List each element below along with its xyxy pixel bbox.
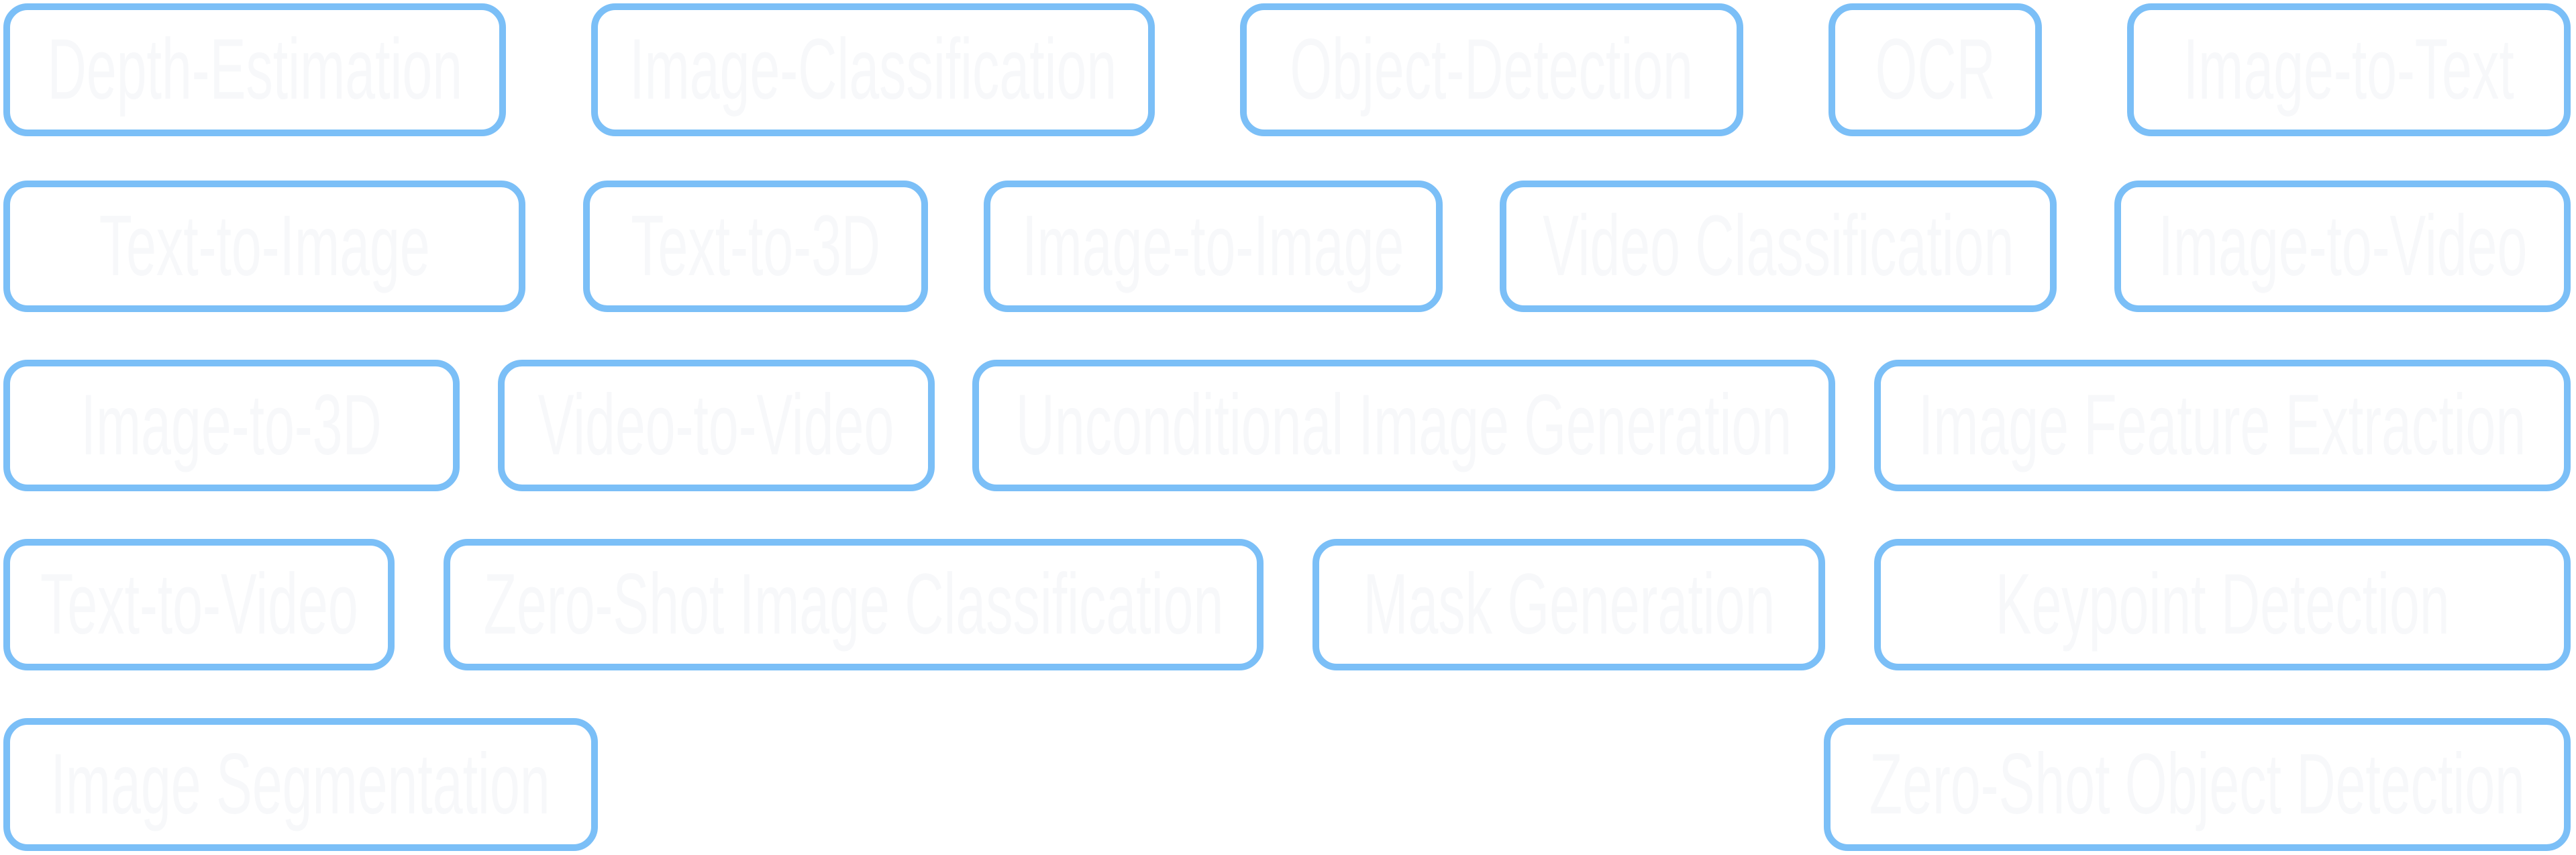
task-tag-label: Text-to-Video — [40, 556, 358, 652]
task-tag-text-to-3d[interactable]: Text-to-3D — [583, 181, 928, 312]
task-tag-ocr[interactable]: OCR — [1828, 3, 2042, 136]
task-tag-image-classification[interactable]: Image-Classification — [591, 3, 1155, 136]
task-tag-label: Zero-Shot Image Classification — [483, 556, 1224, 652]
task-tag-label: Image Segmentation — [50, 736, 551, 832]
task-tag-label: Image-to-Image — [1022, 198, 1404, 294]
task-tag-label: Image-to-Text — [2183, 21, 2514, 117]
task-tag-depth-estimation[interactable]: Depth-Estimation — [3, 3, 506, 136]
task-tag-text-to-image[interactable]: Text-to-Image — [3, 181, 525, 312]
task-tag-zero-shot-object-detection[interactable]: Zero-Shot Object Detection — [1824, 718, 2571, 851]
task-tag-image-to-text[interactable]: Image-to-Text — [2127, 3, 2571, 136]
task-tag-unconditional-image-generation[interactable]: Unconditional Image Generation — [972, 360, 1835, 491]
task-tag-image-to-3d[interactable]: Image-to-3D — [3, 360, 460, 491]
task-tag-label: Text-to-3D — [631, 198, 880, 294]
task-tag-label: Unconditional Image Generation — [1015, 377, 1792, 473]
task-tag-label: Video-to-Video — [538, 377, 894, 473]
task-tag-label: Image-Classification — [629, 21, 1117, 117]
task-tag-mask-generation[interactable]: Mask Generation — [1312, 539, 1825, 670]
task-tag-label: Image Feature Extraction — [1918, 377, 2526, 473]
task-tag-label: Object-Detection — [1290, 21, 1694, 117]
task-tag-label: Image-to-3D — [81, 377, 382, 473]
task-tag-label: OCR — [1875, 21, 1996, 117]
task-tag-label: Text-to-Image — [99, 198, 430, 294]
task-tag-object-detection[interactable]: Object-Detection — [1240, 3, 1743, 136]
task-tag-label: Mask Generation — [1362, 556, 1775, 652]
task-tag-text-to-video[interactable]: Text-to-Video — [3, 539, 395, 670]
task-tag-image-segmentation[interactable]: Image Segmentation — [3, 718, 598, 851]
task-tag-image-to-video[interactable]: Image-to-Video — [2114, 181, 2571, 312]
task-tag-zero-shot-image-classification[interactable]: Zero-Shot Image Classification — [444, 539, 1264, 670]
task-tag-image-to-image[interactable]: Image-to-Image — [984, 181, 1443, 312]
task-tag-video-classification[interactable]: Video Classification — [1500, 181, 2057, 312]
task-tag-label: Video Classification — [1542, 198, 2014, 294]
task-tag-label: Zero-Shot Object Detection — [1869, 736, 2526, 832]
task-tag-label: Keypoint Detection — [1995, 556, 2450, 652]
task-tag-label: Depth-Estimation — [47, 21, 462, 117]
task-tag-label: Image-to-Video — [2158, 198, 2527, 294]
task-tag-video-to-video[interactable]: Video-to-Video — [498, 360, 935, 491]
task-tag-image-feature-extraction[interactable]: Image Feature Extraction — [1874, 360, 2571, 491]
task-tag-keypoint-detection[interactable]: Keypoint Detection — [1874, 539, 2571, 670]
